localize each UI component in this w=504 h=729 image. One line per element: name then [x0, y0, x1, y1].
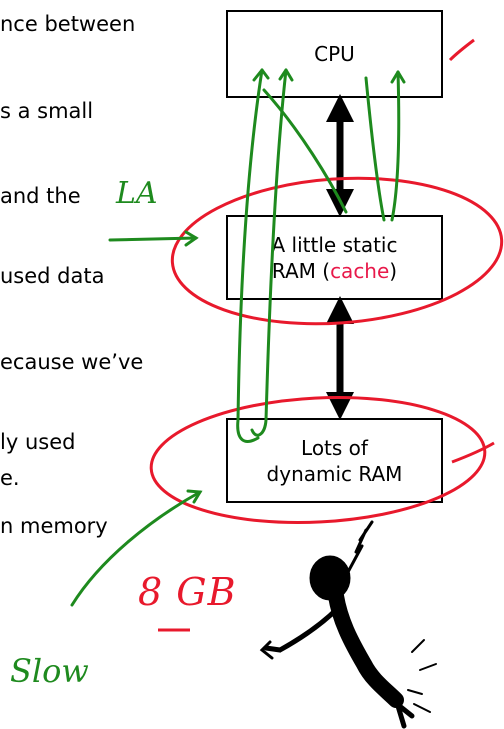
cache-label-line-1: A little static	[271, 232, 398, 257]
slide-text-line-1: nce between	[0, 12, 136, 36]
dram-label-line-2: dynamic RAM	[266, 461, 403, 486]
cache-word: cache	[330, 258, 390, 283]
slide-text-line-3: and the	[0, 184, 81, 208]
dram-label-line-1: Lots of	[301, 435, 368, 460]
cpu-red-check	[448, 38, 475, 62]
slide-text-line-5: ecause we’ve	[0, 350, 144, 374]
green-flow-lines	[70, 68, 406, 607]
slide-text-line-6: ly used	[0, 430, 76, 454]
cpu-box: CPU	[226, 10, 443, 98]
dram-red-ellipse	[149, 395, 487, 525]
cpu-label: CPU	[314, 42, 355, 66]
cache-red-ellipse	[170, 176, 504, 326]
slide-text-line-8: n memory	[0, 514, 108, 538]
slide-text-line-4: used data	[0, 264, 105, 288]
slide-text-line-7: e.	[0, 466, 20, 490]
red-8gb-annotation: 8 GB	[138, 570, 237, 614]
falling-stick-figure	[259, 520, 437, 729]
dram-red-tick	[451, 441, 495, 464]
slide-text-line-2: s a small	[0, 99, 94, 123]
green-la-annotation: LA	[116, 176, 158, 211]
green-slow-annotation: Slow	[10, 652, 89, 690]
cache-label-line-2: RAM (cache)	[271, 258, 398, 283]
